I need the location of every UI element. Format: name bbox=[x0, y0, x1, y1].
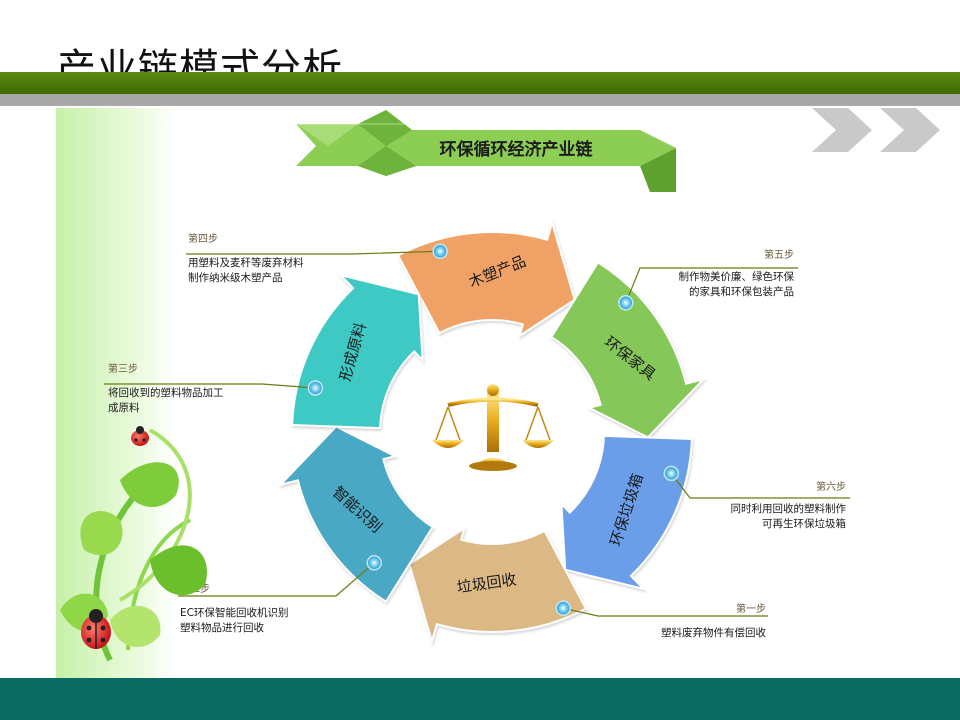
step-marker-dot bbox=[663, 465, 680, 482]
callout-line bbox=[670, 473, 850, 499]
step-description-line: 用塑料及麦秆等废弃材料 bbox=[188, 256, 304, 269]
step-title: 第四步 bbox=[188, 232, 218, 245]
step-description-line: 塑料废弃物件有偿回收 bbox=[661, 626, 766, 639]
step-description-line: 制作物美价廉、绿色环保 bbox=[679, 270, 795, 283]
step-description-line: 同时利用回收的塑料制作 bbox=[731, 502, 847, 515]
callout-line bbox=[186, 250, 441, 255]
header-band-green bbox=[0, 72, 960, 94]
step-title: 第六步 bbox=[816, 480, 846, 493]
chevron-icon-1 bbox=[812, 108, 872, 152]
callout-line bbox=[625, 267, 798, 304]
step-marker-dot bbox=[555, 600, 571, 616]
step-description-line: 的家具和环保包装产品 bbox=[689, 285, 794, 298]
left-decor-panel bbox=[56, 108, 176, 678]
step-marker-dot bbox=[366, 555, 382, 571]
step-title: 第一步 bbox=[736, 602, 766, 615]
header-band-gray bbox=[0, 94, 960, 106]
step-description-line: 成原料 bbox=[108, 401, 140, 414]
callout-line bbox=[563, 607, 768, 617]
step-description-line: 塑料物品进行回收 bbox=[180, 621, 264, 634]
step-callouts: 第一步塑料废弃物件有偿回收第二步EC环保智能回收机识别塑料物品进行回收第三步将回… bbox=[104, 232, 850, 639]
callout-line bbox=[178, 562, 375, 597]
ladybug-icon bbox=[131, 426, 149, 446]
banner-ribbon bbox=[296, 110, 676, 192]
footer-band bbox=[0, 678, 960, 720]
step-title: 第三步 bbox=[108, 362, 138, 375]
step-description-line: EC环保智能回收机识别 bbox=[180, 606, 288, 619]
step-title: 第五步 bbox=[764, 248, 794, 261]
ladybug-icon-large bbox=[81, 609, 111, 649]
chevron-icon-2 bbox=[880, 108, 940, 152]
step-description-line: 制作纳米级木塑产品 bbox=[188, 271, 283, 284]
step-description-line: 可再生环保垃圾箱 bbox=[762, 517, 846, 530]
step-marker-dot bbox=[307, 380, 324, 396]
banner-text: 环保循环经济产业链 bbox=[440, 139, 594, 160]
callout-line bbox=[104, 383, 316, 389]
cycle-segment bbox=[291, 273, 424, 430]
cycle-segment bbox=[560, 434, 693, 591]
cycle-segment bbox=[277, 425, 435, 603]
cycle-segment bbox=[549, 261, 707, 439]
step-description-line: 将回收到的塑料物品加工 bbox=[108, 386, 224, 399]
step-marker-dot bbox=[618, 295, 634, 311]
cycle-segment bbox=[408, 525, 588, 646]
leaf-icon bbox=[60, 462, 207, 647]
scales-icon bbox=[432, 384, 554, 471]
step-marker-dot bbox=[432, 243, 448, 260]
